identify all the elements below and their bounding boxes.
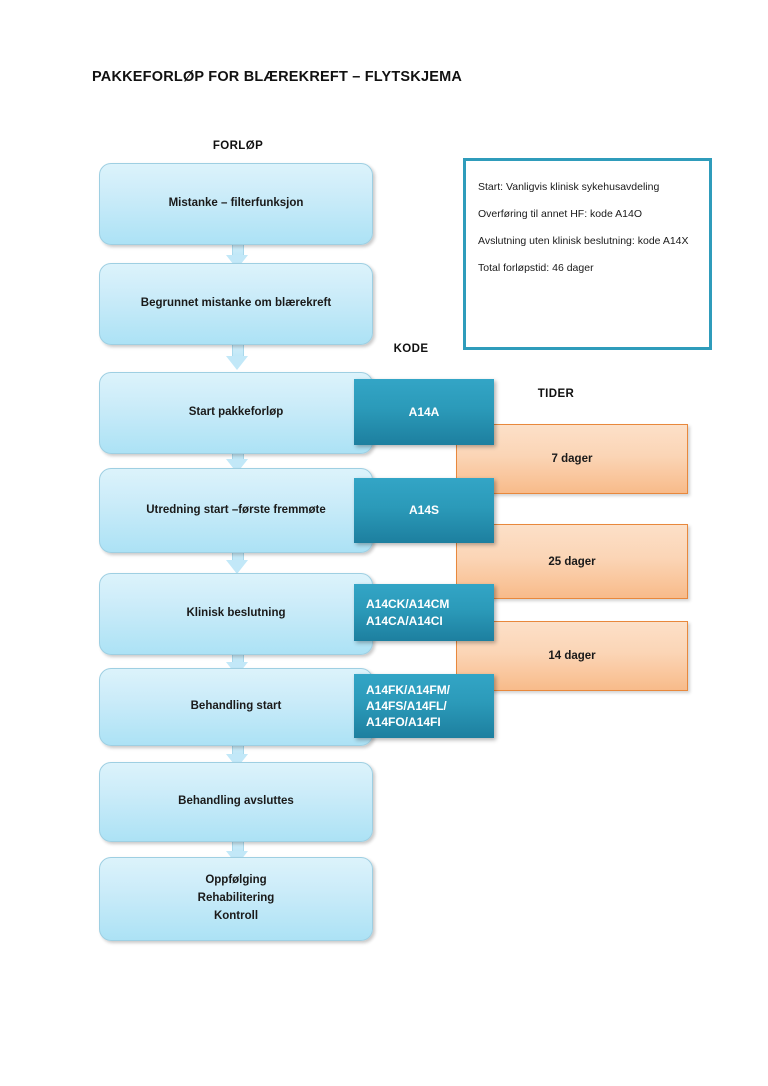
code-box-a14s[interactable]: A14S <box>354 478 494 543</box>
info-line-total-time: Total forløpstid: 46 dager <box>478 261 594 274</box>
code-box-label: A14S <box>408 503 440 518</box>
time-box-label: 25 dager <box>548 555 596 568</box>
flow-box-label: Behandling avsluttes <box>178 795 294 808</box>
flow-box-label: Start pakkeforløp <box>188 406 284 419</box>
flow-box-mistanke-filterfunksjon[interactable]: Mistanke – filterfunksjon <box>99 163 373 245</box>
flow-box-klinisk-beslutning[interactable]: Klinisk beslutning <box>99 573 373 655</box>
info-line-closure: Avslutning uten klinisk beslutning: kode… <box>478 234 689 247</box>
code-box-a14a[interactable]: A14A <box>354 379 494 445</box>
code-line-2: A14CA/A14CI <box>366 613 443 628</box>
time-box-14-dager: 14 dager <box>456 621 688 691</box>
info-line-transfer: Overføring til annet HF: kode A14O <box>478 207 642 220</box>
flow-box-behandling-avsluttes[interactable]: Behandling avsluttes <box>99 762 373 842</box>
flow-box-label: Utredning start –første fremmøte <box>146 503 326 516</box>
column-header-kode: KODE <box>393 343 429 355</box>
time-box-7-dager: 7 dager <box>456 424 688 494</box>
flow-box-label: Mistanke – filterfunksjon <box>168 197 304 210</box>
time-box-label: 7 dager <box>551 453 593 465</box>
info-box-lines: Start: Vanligvis klinisk sykehusavdeling… <box>478 181 701 288</box>
arrow-head-down-icon <box>226 356 248 370</box>
flow-box-label: Klinisk beslutning <box>186 607 286 620</box>
flow-box-utredning-start[interactable]: Utredning start –første fremmøte <box>99 468 373 553</box>
arrow-head-down-icon <box>226 560 248 574</box>
code-box-label: A14A <box>408 404 440 419</box>
info-box: Start: Vanligvis klinisk sykehusavdeling… <box>463 158 712 350</box>
code-line-3: A14FO/A14FI <box>366 715 441 730</box>
arrow-shaft <box>232 342 244 357</box>
column-header-tider: TIDER <box>537 388 575 400</box>
arrow-connector-2 <box>226 342 248 370</box>
flow-box-start-pakkeforlop[interactable]: Start pakkeforløp <box>99 372 373 454</box>
flow-box-oppfolging-rehabilitering-kontroll[interactable]: Oppfølging Rehabilitering Kontroll <box>99 857 373 941</box>
flow-box-label: Oppfølging Rehabilitering Kontroll <box>197 874 275 922</box>
time-box-label: 14 dager <box>548 650 596 662</box>
flow-box-label: Begrunnet mistanke om blærekreft <box>140 297 332 310</box>
time-box-25-dager: 25 dager <box>456 524 688 599</box>
code-line-1: A14CK/A14CM <box>366 597 450 612</box>
code-line-2: A14FS/A14FL/ <box>366 698 447 713</box>
code-box-label-lines: A14FK/A14FM/A14FS/A14FL/A14FO/A14FI <box>354 682 494 731</box>
flow-box-label: Behandling start <box>190 700 282 713</box>
page-title: PAKKEFORLØP FOR BLÆREKREFT – FLYTSKJEMA <box>92 69 463 85</box>
code-line-1: A14FK/A14FM/ <box>366 682 451 697</box>
column-header-forlop: FORLØP <box>212 140 264 152</box>
flow-box-behandling-start[interactable]: Behandling start <box>99 668 373 746</box>
code-box-a14f-group[interactable]: A14FK/A14FM/A14FS/A14FL/A14FO/A14FI <box>354 674 494 738</box>
info-line-start: Start: Vanligvis klinisk sykehusavdeling <box>478 181 660 193</box>
flow-box-begrunnet-mistanke[interactable]: Begrunnet mistanke om blærekreft <box>99 263 373 345</box>
